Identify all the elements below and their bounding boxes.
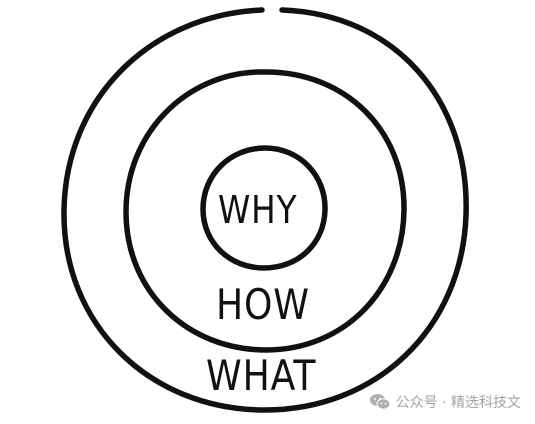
- inner-label-why: WHY: [218, 188, 298, 232]
- wechat-icon: [369, 394, 391, 410]
- middle-label-how: HOW: [216, 280, 310, 329]
- inner-circle: [200, 145, 328, 271]
- watermark: 公众号 · 精选科技文: [369, 392, 521, 412]
- middle-circle: [123, 69, 407, 353]
- watermark-text: 公众号 · 精选科技文: [395, 395, 521, 411]
- outer-label-what: WHAT: [206, 351, 317, 400]
- outer-circle: [61, 7, 469, 413]
